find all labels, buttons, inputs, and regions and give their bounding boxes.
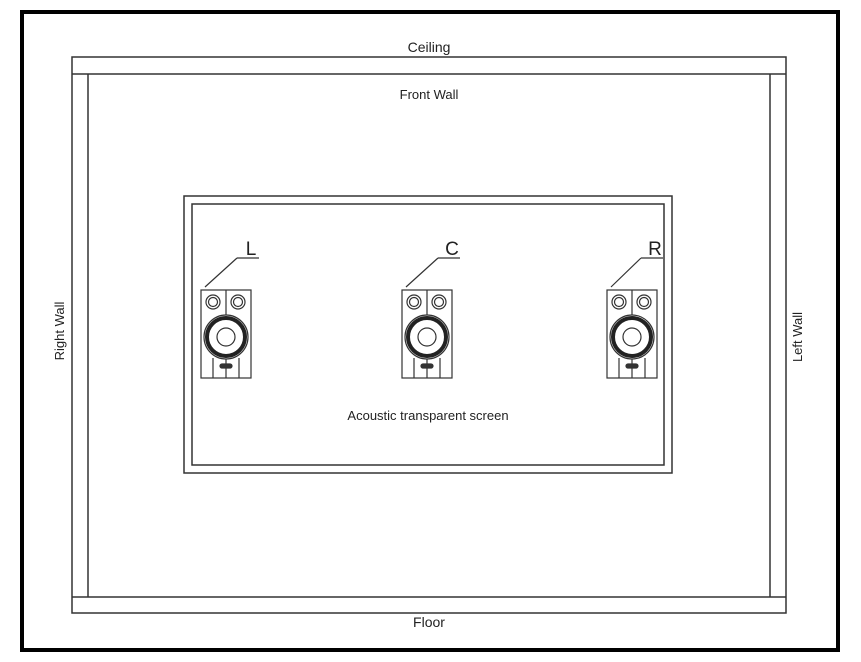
- tweeter-icon: [431, 294, 447, 310]
- speaker-r: R: [606, 239, 663, 379]
- front-wall-label: Front Wall: [400, 87, 459, 102]
- speaker-label: C: [445, 239, 459, 260]
- speaker-c: C: [401, 239, 460, 379]
- tweeter-icon: [636, 294, 652, 310]
- tweeter-icon: [611, 294, 627, 310]
- speaker-label: R: [648, 239, 662, 260]
- woofer-icon: [203, 314, 249, 360]
- right-wall-label: Right Wall: [52, 302, 67, 361]
- woofer-icon: [609, 314, 655, 360]
- left-wall-label: Left Wall: [790, 312, 805, 362]
- tweeter-icon: [406, 294, 422, 310]
- speaker-l: L: [200, 239, 259, 379]
- acoustic-screen: [183, 195, 673, 474]
- tweeter-icon: [205, 294, 221, 310]
- outer-frame: [20, 10, 840, 652]
- ceiling-label: Ceiling: [408, 39, 451, 55]
- screen-label: Acoustic transparent screen: [347, 408, 508, 423]
- tweeter-icon: [230, 294, 246, 310]
- room-walls: [71, 56, 787, 614]
- speaker-label: L: [246, 239, 257, 260]
- floor-label: Floor: [413, 614, 445, 630]
- woofer-icon: [404, 314, 450, 360]
